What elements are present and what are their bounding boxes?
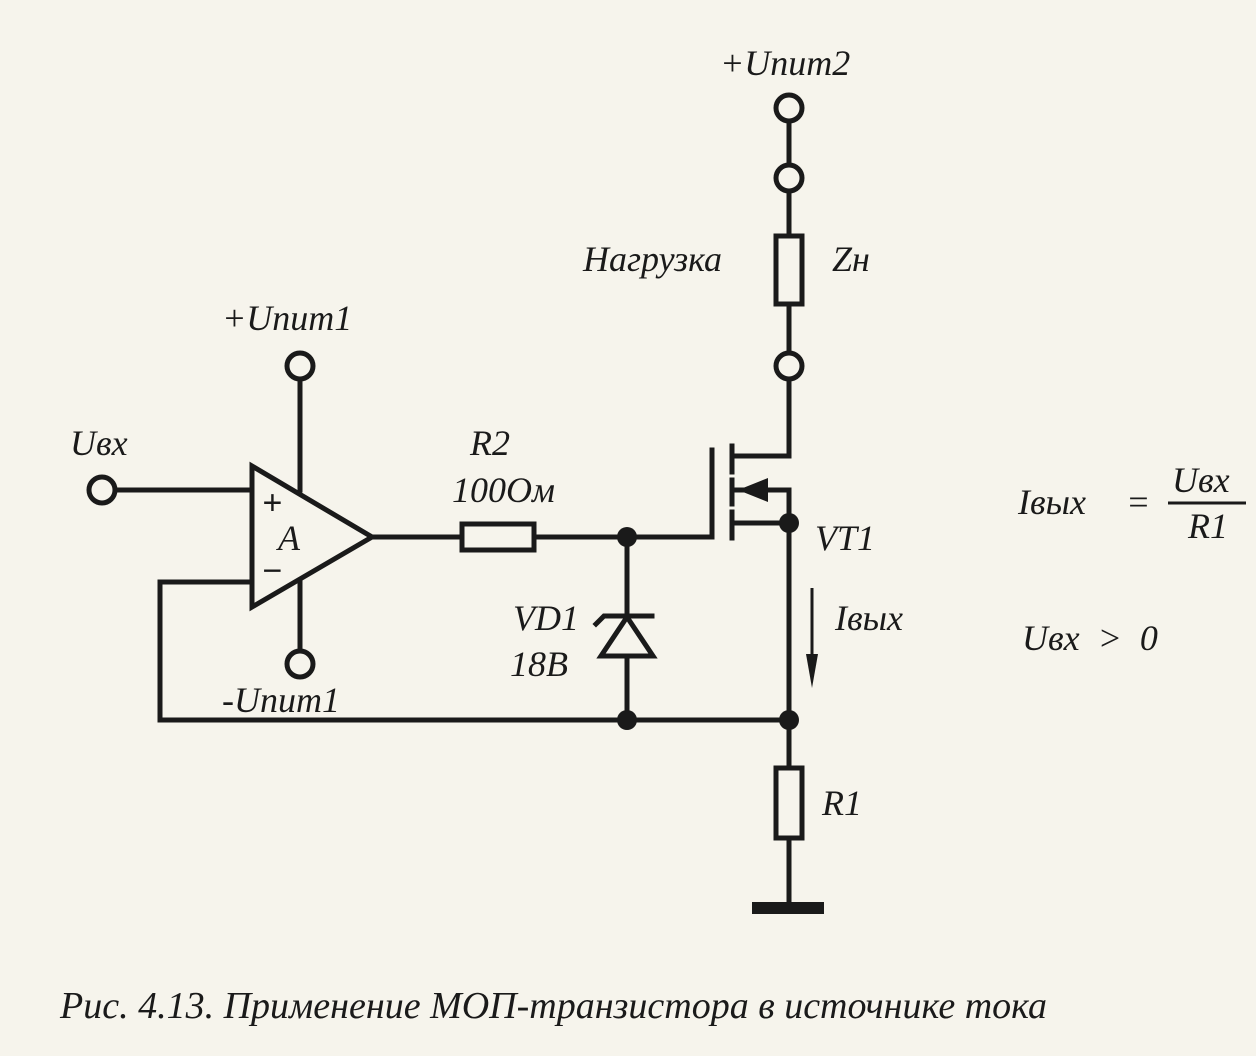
load-bottom-terminal xyxy=(773,350,805,382)
figure-caption: Рис. 4.13. Применение МОП-транзистора в … xyxy=(59,985,1047,1027)
input-terminal xyxy=(86,474,118,506)
input-label: Uвх xyxy=(70,423,128,463)
transistor-label: VT1 xyxy=(815,518,875,558)
diode-name-label: VD1 xyxy=(513,598,579,638)
opamp xyxy=(86,350,377,723)
r2-resistor xyxy=(459,521,537,553)
opamp-name-label: A xyxy=(276,518,301,558)
r2-value-label: 100Ом xyxy=(452,470,555,510)
opamp-minus-sign: − xyxy=(262,552,282,590)
formula-numerator: Uвх xyxy=(1172,460,1230,500)
sense-branch xyxy=(157,513,824,914)
formula-equals: = xyxy=(1126,482,1150,522)
zener-cathode-bar xyxy=(592,613,655,628)
r1-name-label: R1 xyxy=(821,783,862,823)
supply1-pos-terminal xyxy=(284,350,316,382)
supply2-terminal xyxy=(773,92,805,124)
r1-resistor xyxy=(773,765,805,841)
diode-value-label: 18В xyxy=(510,644,568,684)
source-node-dot xyxy=(779,513,799,533)
supply1-neg-terminal xyxy=(284,648,316,680)
load-impedance-label: Zн xyxy=(832,239,870,279)
zener-vd1 xyxy=(592,534,658,723)
zener-node-dot xyxy=(617,710,637,730)
load-label: Нагрузка xyxy=(582,239,722,279)
zener-triangle-icon xyxy=(596,612,658,659)
opamp-triangle xyxy=(249,461,377,612)
load-branch xyxy=(773,92,805,458)
substrate-arrow-icon xyxy=(738,478,768,502)
down-arrow-icon xyxy=(806,654,818,688)
formula-denominator: R1 xyxy=(1187,506,1228,546)
load-top-terminal xyxy=(773,162,805,194)
current-arrow xyxy=(806,588,818,688)
supply2-label: +Uпит2 xyxy=(720,43,850,83)
r2-name-label: R2 xyxy=(469,423,510,463)
output-current-label: Iвых xyxy=(834,598,903,638)
formula: Iвых = Uвх R1 Uвх > 0 xyxy=(1017,460,1246,658)
formula-condition: Uвх > 0 xyxy=(1022,618,1158,658)
supply1-pos-label: +Uпит1 xyxy=(222,298,352,338)
opamp-plus-sign: + xyxy=(262,484,282,522)
feedback-wire-left xyxy=(157,579,255,723)
ground-icon xyxy=(752,902,824,914)
gate-drive xyxy=(369,521,715,553)
supply1-neg-label: -Uпит1 xyxy=(222,680,340,720)
formula-lhs: Iвых xyxy=(1017,482,1086,522)
mosfet-vt1 xyxy=(709,443,792,541)
load-resistor xyxy=(773,233,805,307)
